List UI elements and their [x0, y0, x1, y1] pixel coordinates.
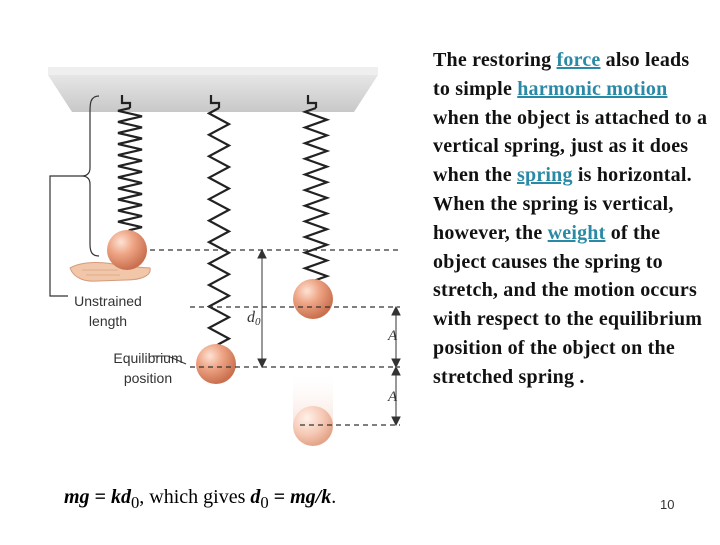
unstrained-length-label: Unstrained length — [74, 293, 142, 329]
equilibrium-position-label: Equilibrium position — [113, 350, 183, 386]
link-harmonic-motion[interactable]: harmonic motion — [517, 77, 668, 100]
mass-ball-unstrained — [107, 230, 147, 270]
explanation-paragraph: The restoring force also leads to simple… — [433, 49, 708, 388]
link-weight[interactable]: weight — [547, 221, 606, 244]
reference-lines — [150, 249, 400, 426]
d0-dimension-arrow — [257, 248, 267, 369]
link-spring[interactable]: spring — [517, 164, 573, 187]
amplitude-arrows — [391, 305, 401, 427]
d0-label: d0 — [247, 309, 261, 328]
spring-compressed — [301, 95, 331, 283]
slide-number: 10 — [660, 497, 675, 512]
amplitude-label-lower: A — [387, 389, 398, 405]
spring-equilibrium — [206, 95, 232, 347]
mass-ball-upper — [293, 279, 333, 319]
ceiling — [48, 67, 378, 112]
link-force[interactable]: force — [556, 49, 601, 71]
equilibrium-leader — [152, 355, 187, 365]
unstrained-bracket — [49, 95, 100, 297]
formula-caption: mg = kd0, which gives d0 = mg/k. — [64, 486, 337, 512]
mass-ball-ghost — [293, 370, 333, 446]
spring-figure: d0 A A Unstrained length Equilibrium pos… — [48, 67, 401, 446]
amplitude-label-upper: A — [387, 328, 398, 344]
spring-unstrained — [117, 95, 143, 233]
mass-ball-equilibrium — [196, 344, 236, 384]
